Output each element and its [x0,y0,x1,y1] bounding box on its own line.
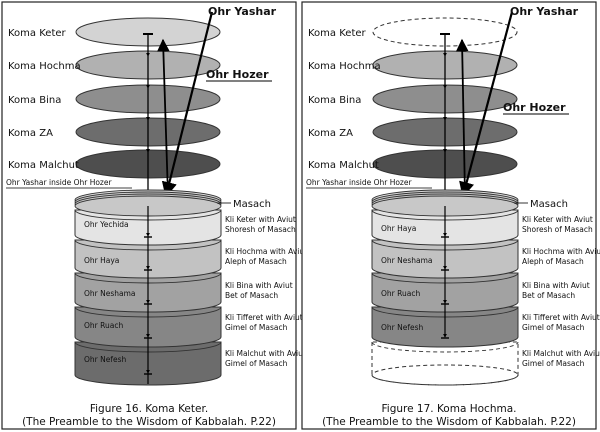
koma-label: Koma Keter [308,28,367,39]
kli-label-line1: Kli Tifferet with Aviut [225,313,303,322]
masach-label: Masach [233,199,271,210]
cylinder-band [371,341,519,386]
kli-label-line2: Gimel of Masach [522,323,585,332]
masach-label: Masach [530,199,568,210]
kli-label-line2: Gimel of Masach [225,359,288,368]
koma-label: Koma ZA [8,128,53,139]
yashar-inside-label: Ohr Yashar inside Ohr Hozer [306,178,412,187]
koma-label: Koma Keter [8,28,67,39]
kli-label-line1: Kli Hochma with Aviut [225,247,307,256]
ohr-hozer-arrow [157,38,170,197]
ohr-yashar-arrow [161,11,214,198]
koma-label: Koma Bina [308,95,361,106]
kli-label-line2: Gimel of Masach [225,323,288,332]
light-label: Ohr Ruach [381,289,420,298]
bottom-dashed-ellipse [371,364,519,386]
kli-label-line1: Kli Malchut with Aviut [225,349,306,358]
figure-source: (The Preamble to the Wisdom of Kabbalah.… [22,416,276,428]
light-label: Ohr Nefesh [381,323,424,332]
ohr-hozer-label: Ohr Hozer [503,101,566,114]
kli-label-line2: Shoresh of Masach [225,225,296,234]
kli-label-line2: Aleph of Masach [225,257,287,266]
light-label: Ohr Nefesh [84,355,127,364]
kli-label-line2: Gimel of Masach [522,359,585,368]
koma-label: Koma ZA [308,128,353,139]
yashar-inside-label: Ohr Yashar inside Ohr Hozer [6,178,112,187]
kli-label-line2: Bet of Masach [225,291,278,300]
ohr-hozer-label: Ohr Hozer [206,68,269,81]
band-seam [371,341,519,353]
figure-source: (The Preamble to the Wisdom of Kabbalah.… [322,416,576,428]
light-label: Ohr Ruach [84,321,123,330]
ohr-yashar-label: Ohr Yashar [208,5,277,18]
ohr-yashar-label: Ohr Yashar [510,5,579,18]
kli-label-line2: Aleph of Masach [522,257,584,266]
kli-label-line2: Bet of Masach [522,291,575,300]
kli-label-line1: Kli Tifferet with Aviut [522,313,600,322]
kli-label-line1: Kli Bina with Aviut [225,281,293,290]
koma-label: Koma Hochma [8,61,81,72]
kli-label-line1: Kli Malchut with Aviut [522,349,600,358]
ohr-hozer-arrow [455,38,469,197]
kli-label-line1: Kli Keter with Aviut [522,215,593,224]
ohr-yashar-arrow [459,11,514,198]
light-label: Ohr Neshama [84,289,136,298]
koma-label: Koma Malchut [8,160,79,171]
koma-label: Koma Bina [8,95,61,106]
light-label: Ohr Yechida [84,220,129,229]
figure-caption: Figure 17. Koma Hochma. [382,403,517,415]
light-label: Ohr Haya [381,224,416,233]
koma-label: Koma Hochma [308,61,381,72]
kli-label-line1: Kli Hochma with Aviut [522,247,600,256]
light-label: Ohr Haya [84,256,119,265]
figure-caption: Figure 16. Koma Keter. [90,403,208,415]
koma-ellipse [372,17,518,47]
kli-label-line2: Shoresh of Masach [522,225,593,234]
koma-label: Koma Malchut [308,160,379,171]
kli-label-line1: Kli Keter with Aviut [225,215,296,224]
light-label: Ohr Neshama [381,256,433,265]
kli-label-line1: Kli Bina with Aviut [522,281,590,290]
